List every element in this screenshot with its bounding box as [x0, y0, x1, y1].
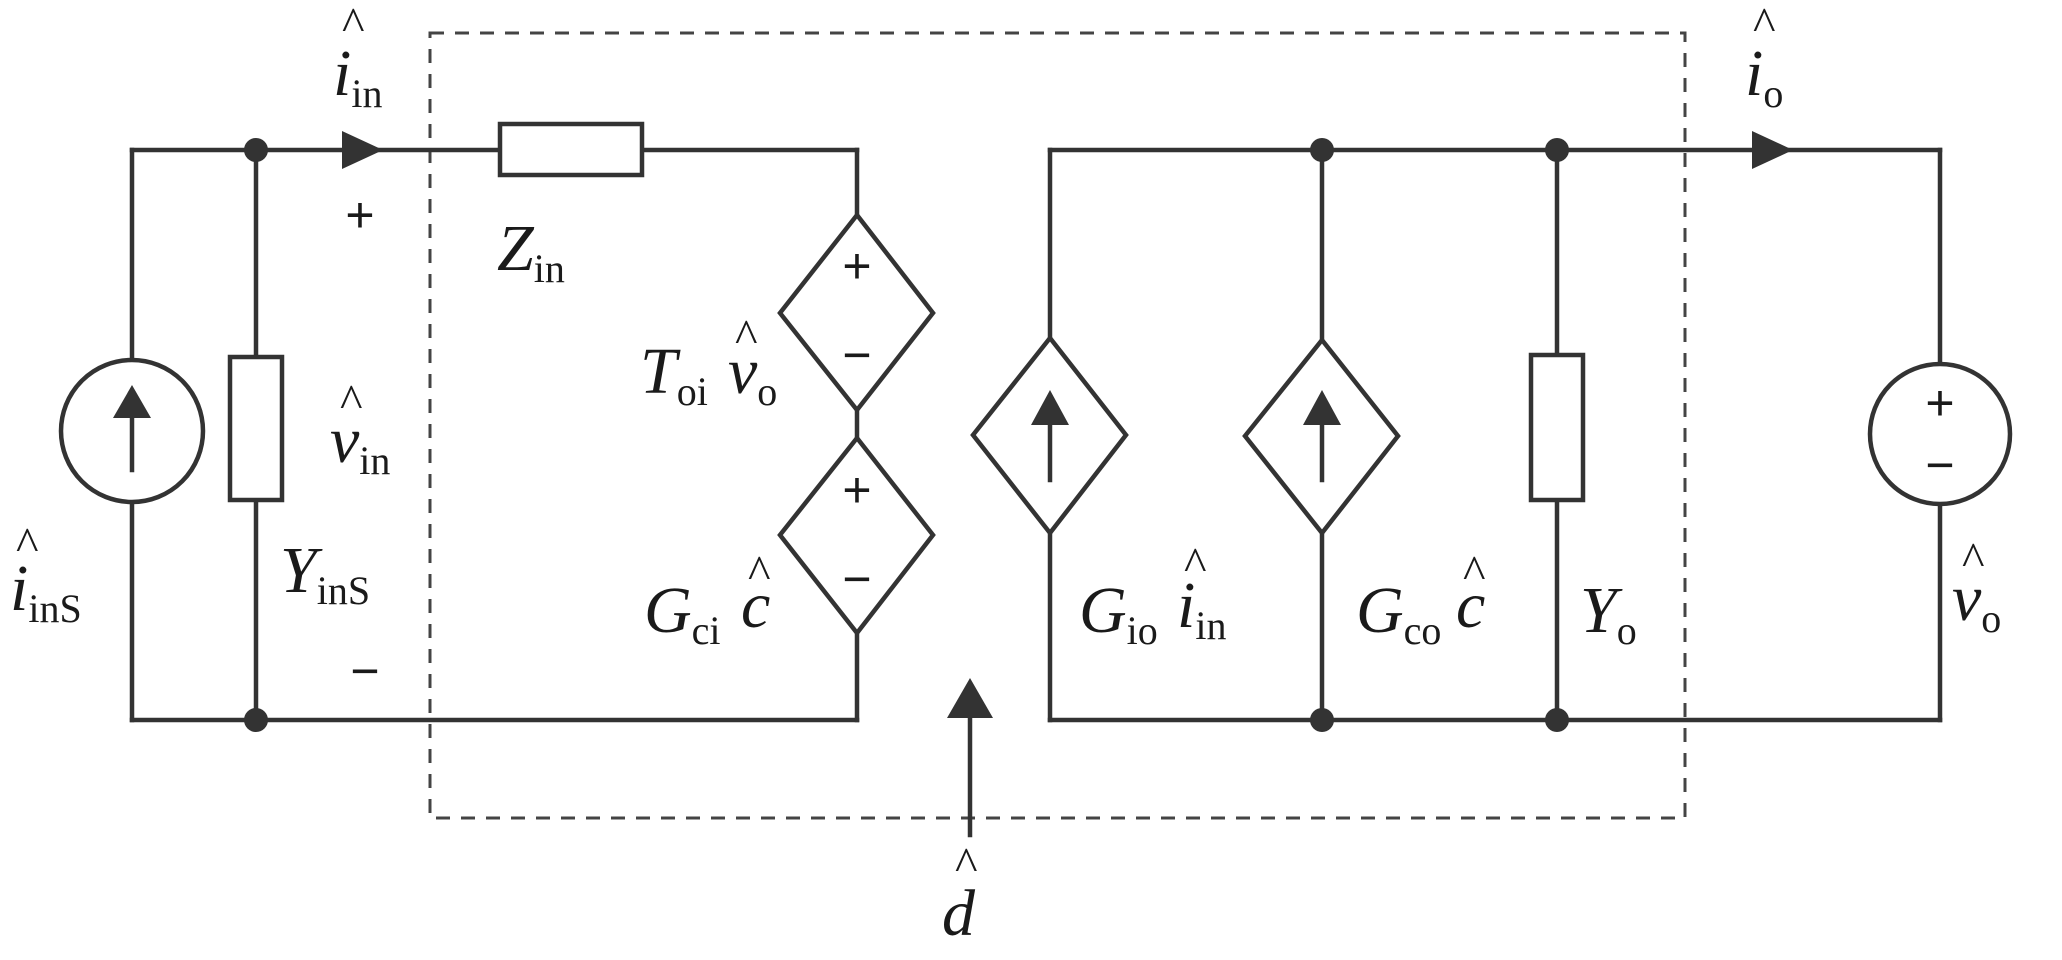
source-admittance-resistor	[227, 354, 285, 503]
svg-text:^: ^	[16, 518, 39, 571]
minus-sign: −	[1925, 437, 1954, 493]
label-input-current: ^ iin	[333, 0, 382, 116]
svg-text:^: ^	[1463, 546, 1486, 599]
label-output-admittance: Yo	[1580, 574, 1637, 653]
label-duty-cycle: ^ d	[942, 838, 978, 950]
output-voltage-source: + −	[1867, 361, 2013, 507]
svg-text:iin: iin	[1177, 569, 1226, 648]
svg-text:Gco: Gco	[1356, 574, 1441, 653]
svg-text:io: io	[1745, 37, 1783, 116]
label-gco-c: Gco ^ c	[1356, 546, 1486, 653]
svg-text:c: c	[1456, 569, 1485, 642]
plus-sign: +	[1925, 375, 1954, 431]
output-current-arrowhead	[1752, 131, 1793, 169]
svg-text:^: ^	[955, 838, 978, 891]
label-input-impedance: Zin	[497, 212, 565, 291]
svg-text:^: ^	[735, 310, 758, 363]
svg-text:^: ^	[342, 0, 365, 51]
svg-text:iinS: iinS	[10, 552, 82, 631]
svg-text:iin: iin	[333, 37, 382, 116]
svg-text:vo: vo	[1952, 562, 2001, 641]
junction-dots	[244, 138, 1569, 732]
plus-sign: +	[842, 238, 871, 294]
input-current-source	[58, 357, 206, 505]
label-source-admittance: YinS	[280, 534, 370, 613]
svg-text:^: ^	[1184, 538, 1207, 591]
wires	[129, 147, 1943, 838]
label-source-current: ^ iinS	[10, 518, 82, 631]
svg-text:d: d	[942, 877, 976, 950]
label-gci-c: Gci ^ c	[644, 546, 771, 653]
svg-text:Gci: Gci	[644, 574, 721, 653]
svg-text:^: ^	[1962, 533, 1985, 586]
duty-cycle-arrowhead	[947, 678, 993, 718]
dependent-current-source-gio	[970, 334, 1129, 537]
converter-boundary	[428, 31, 1687, 820]
input-impedance-resistor	[497, 121, 645, 178]
plus-sign: +	[842, 462, 871, 518]
minus-sign: −	[842, 551, 871, 607]
svg-text:Toi: Toi	[640, 335, 708, 414]
svg-text:^: ^	[1753, 0, 1776, 51]
svg-text:vin: vin	[330, 404, 390, 483]
label-output-voltage: ^ vo	[1952, 533, 2001, 641]
label-input-voltage: ^ vin	[330, 375, 390, 483]
output-admittance-resistor	[1528, 352, 1586, 503]
svg-text:^: ^	[748, 546, 771, 599]
minus-sign: −	[842, 327, 871, 383]
dependent-current-source-gco	[1242, 336, 1401, 537]
label-output-current: ^ io	[1745, 0, 1783, 116]
svg-text:vo: vo	[728, 335, 777, 414]
input-plus-sign: +	[345, 187, 374, 243]
svg-text:Gio: Gio	[1079, 574, 1158, 653]
input-minus-sign: −	[350, 643, 379, 699]
dependent-voltage-source-gci: + −	[777, 434, 936, 637]
input-current-arrowhead	[342, 131, 383, 169]
label-toi-vo: Toi ^ vo	[640, 310, 777, 414]
label-gio-iin: Gio ^ iin	[1079, 538, 1226, 653]
svg-text:c: c	[741, 569, 770, 642]
dependent-voltage-source-toi: + −	[777, 211, 936, 414]
svg-text:^: ^	[340, 375, 363, 428]
